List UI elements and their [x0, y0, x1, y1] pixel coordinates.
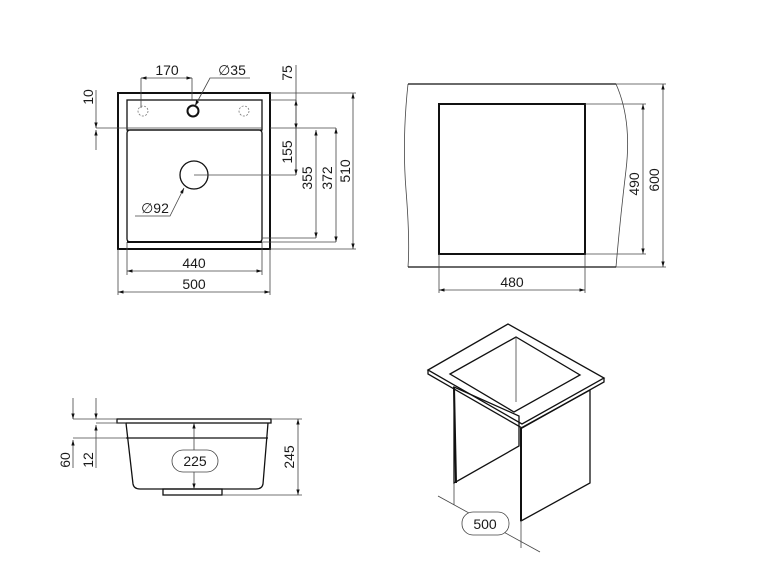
- cutout-length-label: 490: [626, 172, 642, 196]
- width-inner-label: 440: [182, 255, 206, 271]
- optional-tap-hole-right-icon: [238, 105, 250, 117]
- tap-deck: [126, 99, 263, 131]
- cabinet-depth-label: 600: [646, 168, 662, 192]
- cabinet-width-label: 500: [473, 516, 497, 532]
- tap-offset-label: 170: [155, 62, 179, 78]
- countertop-break-right: [615, 83, 629, 268]
- cabinet-left-panel: [453, 385, 520, 485]
- drain-from-top-label: 155: [279, 140, 295, 164]
- isometric-view: 500: [426, 323, 606, 553]
- width-outer-label: 500: [182, 276, 206, 292]
- sink-opening: [448, 336, 582, 413]
- rim: [116, 418, 272, 424]
- countertop-break-left: [404, 83, 410, 268]
- cabinet-width-badge: [461, 511, 510, 536]
- optional-tap-hole-left-icon: [137, 105, 149, 117]
- rim-height-label: 60: [57, 452, 73, 468]
- rim-offset-label: 10: [80, 89, 96, 105]
- drain-outlet: [162, 488, 223, 496]
- drain-diameter-label: ∅92: [141, 200, 169, 216]
- top-view: 170 ∅35 ∅92 10 75 155 355 372 510: [80, 62, 356, 295]
- bowl-length-label: 372: [319, 166, 335, 190]
- cutout-view: 490 600 480: [404, 83, 666, 293]
- cutout-width-label: 480: [500, 274, 524, 290]
- drain-to-bottom-label: 355: [299, 166, 315, 190]
- tap-from-edge-label: 75: [279, 65, 295, 81]
- sink-outline: [117, 92, 271, 250]
- cabinet-right-panel: [520, 388, 591, 523]
- bowl-depth-label: 225: [183, 453, 207, 469]
- rim-thickness-label: 12: [80, 452, 96, 468]
- side-view: 60 12 225 245: [57, 398, 302, 496]
- bowl-outline: [126, 129, 263, 243]
- tap-hole-diameter-label: ∅35: [218, 62, 246, 78]
- cutout-rect: [438, 103, 586, 255]
- tap-hole-icon: [186, 104, 200, 118]
- length-outer-label: 510: [337, 159, 353, 183]
- total-height-label: 245: [281, 445, 297, 469]
- bowl-depth-badge: [171, 449, 219, 473]
